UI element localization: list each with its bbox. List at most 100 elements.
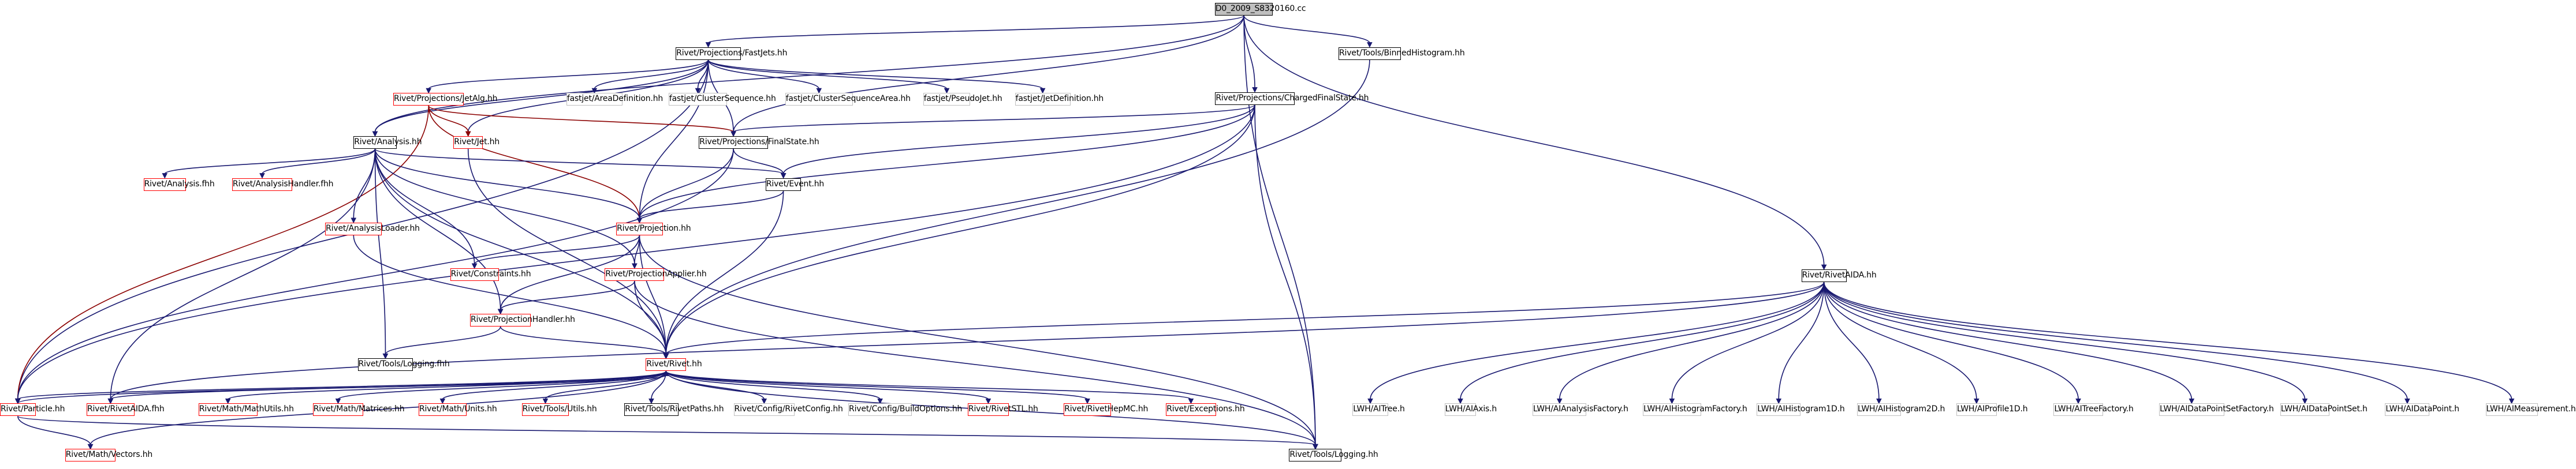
node-projection[interactable]: Rivet/Projection.hh — [616, 222, 691, 235]
node-utils[interactable]: Rivet/Tools/Utils.hh — [521, 403, 597, 417]
node-analysis[interactable]: Rivet/Analysis.hh — [353, 136, 422, 149]
node-root[interactable]: D0_2009_S8320160.cc — [1214, 2, 1306, 16]
arrowhead — [1367, 42, 1373, 48]
node-particle[interactable]: Rivet/Particle.hh — [0, 403, 65, 417]
arrowhead — [1252, 87, 1258, 93]
include-edge — [634, 280, 1316, 445]
include-edge — [428, 59, 709, 89]
include-edge — [665, 104, 1255, 355]
arrowhead — [542, 398, 549, 404]
node-areadef[interactable]: fastjet/AreaDefinition.hh — [566, 93, 663, 106]
node-analysisfhh[interactable]: Rivet/Analysis.fhh — [143, 178, 215, 191]
node-jetdef[interactable]: fastjet/JetDefinition.hh — [1015, 93, 1104, 106]
node-idpsfactory[interactable]: LWH/AIDataPointSetFactory.h — [2159, 403, 2274, 417]
include-edge — [353, 148, 376, 219]
arrowhead — [426, 88, 432, 94]
arrowhead — [648, 398, 654, 404]
node-units[interactable]: Rivet/Math/Units.hh — [418, 403, 497, 417]
node-fastjets[interactable]: Rivet/Projections/FastJets.hh — [676, 47, 787, 60]
node-analysisloader[interactable]: Rivet/AnalysisLoader.hh — [325, 222, 420, 235]
include-edge — [499, 326, 667, 355]
node-chargedfs[interactable]: Rivet/Projections/ChargedFinalState.hh — [1215, 92, 1369, 105]
include-edge — [442, 371, 667, 400]
include-edge — [374, 148, 784, 175]
node-itreefactory[interactable]: LWH/AITreeFactory.h — [2053, 403, 2134, 417]
arrowhead — [372, 131, 378, 137]
include-edge — [499, 235, 640, 310]
arrowhead — [162, 173, 168, 179]
node-constraints[interactable]: Rivet/Constraints.hh — [450, 268, 531, 281]
arrowhead — [14, 398, 21, 404]
include-edge — [374, 148, 386, 355]
arrowhead — [816, 88, 822, 94]
node-loggingfhh[interactable]: Rivet/Tools/Logging.fhh — [357, 358, 450, 372]
node-analysishandlerfhh[interactable]: Rivet/AnalysisHandler.fhh — [232, 178, 333, 191]
node-rivetaida[interactable]: Rivet/RivetAIDA.fhh — [86, 403, 165, 417]
node-ianalysisfactory[interactable]: LWH/AIAnalysisFactory.h — [1532, 403, 1628, 417]
include-edge — [428, 105, 734, 133]
node-event[interactable]: Rivet/Event.hh — [765, 178, 824, 191]
include-edge — [707, 59, 820, 89]
include-edge — [474, 235, 640, 265]
node-binnedhist[interactable]: Rivet/Tools/BinnedHistogram.hh — [1339, 47, 1465, 60]
node-ihist2d[interactable]: LWH/AIHistogram2D.h — [1857, 403, 1945, 417]
include-edge — [545, 371, 667, 400]
arrowhead — [632, 263, 638, 269]
node-imeasurement[interactable]: LWH/AIMeasurement.h — [2485, 403, 2576, 417]
include-edge — [374, 148, 501, 310]
node-matrices[interactable]: Rivet/Math/Matrices.hh — [312, 403, 405, 417]
node-projhandler[interactable]: Rivet/ProjectionHandler.hh — [470, 314, 575, 327]
node-iaxis[interactable]: LWH/AIAxis.h — [1444, 403, 1497, 417]
node-iprofile1d[interactable]: LWH/AIProfile1D.h — [1956, 403, 2028, 417]
arrowhead — [2404, 398, 2410, 404]
node-ihist1d[interactable]: LWH/AIHistogram1D.h — [1757, 403, 1845, 417]
include-edge — [639, 59, 709, 219]
include-edge — [17, 106, 430, 400]
node-itree[interactable]: LWH/AITree.h — [1352, 403, 1405, 417]
include-edge — [17, 370, 667, 400]
node-vectors[interactable]: Rivet/Math/Vectors.hh — [65, 449, 152, 462]
include-edge — [1823, 282, 2512, 400]
arrowhead — [663, 370, 669, 376]
node-rivetstl[interactable]: Rivet/RivetSTL.hh — [967, 403, 1038, 417]
include-edge — [639, 190, 784, 219]
node-logging[interactable]: Rivet/Tools/Logging.hh — [1289, 449, 1378, 462]
node-pseudojet[interactable]: fastjet/PseudoJet.hh — [923, 93, 1002, 106]
node-clusterseqarea[interactable]: fastjet/ClusterSequenceArea.hh — [785, 93, 911, 106]
node-idps[interactable]: LWH/AIDataPointSet.h — [2280, 403, 2368, 417]
include-edge — [1823, 282, 1880, 400]
node-rivethepmc[interactable]: Rivet/RivetHepMC.hh — [1064, 403, 1148, 417]
node-projapplier[interactable]: Rivet/ProjectionApplier.hh — [605, 268, 707, 281]
node-ihistfactory[interactable]: LWH/AIHistogramFactory.h — [1643, 403, 1747, 417]
node-jetalg[interactable]: Rivet/Projections/JetAlg.hh — [393, 93, 498, 106]
node-jet[interactable]: Rivet/Jet.hh — [453, 136, 499, 149]
arrowhead — [761, 398, 767, 404]
node-clusterseq[interactable]: fastjet/ClusterSequence.hh — [668, 93, 776, 106]
arrowhead — [2302, 398, 2308, 404]
include-edge — [665, 370, 989, 400]
arrowhead — [471, 263, 478, 269]
arrowhead — [877, 398, 883, 404]
node-rivetconfig[interactable]: Rivet/Config/RivetConfig.hh — [733, 403, 843, 417]
arrowhead — [1776, 398, 1782, 404]
node-rivetaida-top[interactable]: Rivet/RivetAIDA.hh — [1801, 269, 1877, 283]
node-exceptions[interactable]: Rivet/Exceptions.hh — [1166, 403, 1245, 417]
include-edge — [428, 106, 469, 133]
node-finalstate[interactable]: Rivet/Projections/FinalState.hh — [699, 136, 819, 149]
include-edge — [665, 370, 1192, 400]
arrowhead — [695, 88, 701, 94]
include-edge — [17, 148, 734, 400]
arrowhead — [259, 173, 265, 179]
include-edge — [665, 190, 784, 355]
node-rivetpaths[interactable]: Rivet/Tools/RivetPaths.hh — [624, 403, 724, 417]
arrowhead — [1974, 398, 1979, 404]
node-rivet[interactable]: Rivet/Rivet.hh — [646, 358, 702, 372]
include-edge — [1243, 15, 1825, 266]
node-mathutils[interactable]: Rivet/Math/MathUtils.hh — [198, 403, 294, 417]
include-edge — [17, 415, 1316, 446]
include-edge — [1778, 282, 1825, 400]
node-buildoptions[interactable]: Rivet/Config/BuildOptions.hh — [848, 403, 962, 417]
node-idp[interactable]: LWH/AIDataPoint.h — [2385, 403, 2459, 417]
include-edge — [428, 106, 640, 219]
include-edge — [1823, 282, 2193, 400]
